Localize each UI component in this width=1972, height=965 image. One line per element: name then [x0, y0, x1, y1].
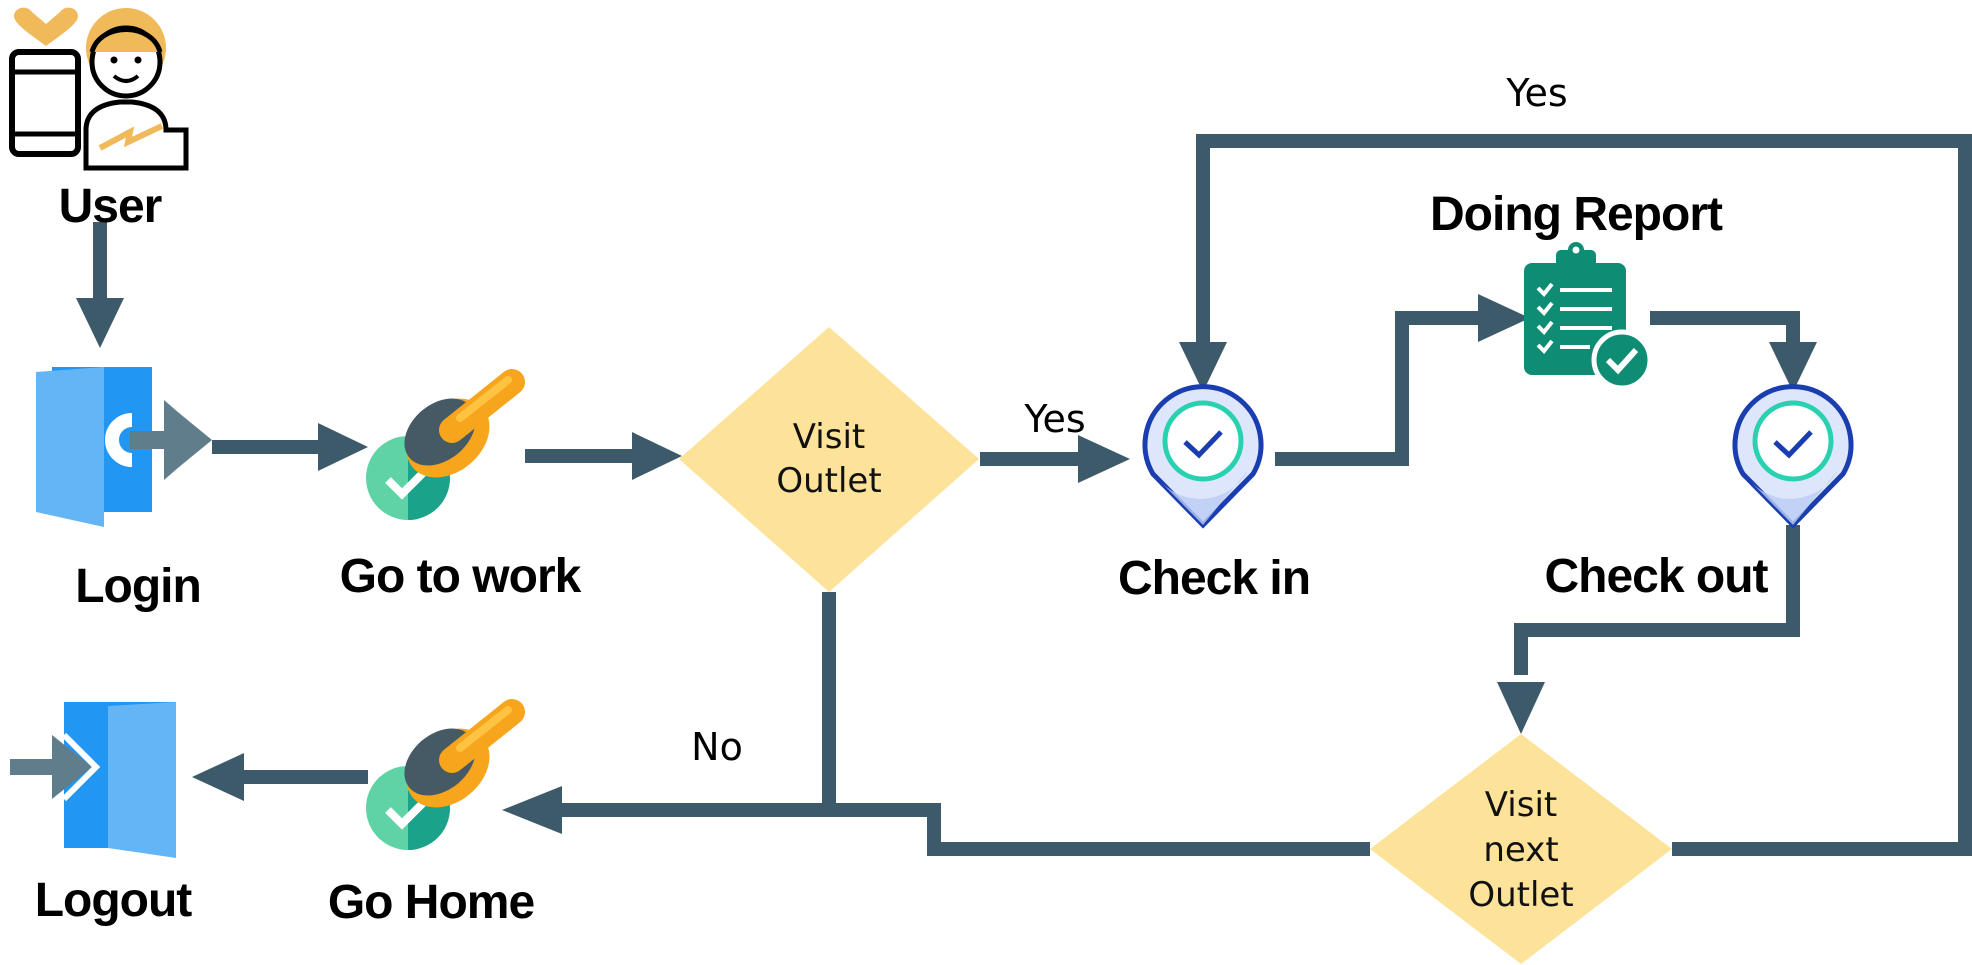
login-label: Login [75, 560, 201, 613]
arrowhead [1497, 682, 1545, 734]
arrowhead [632, 432, 682, 480]
user-icon [9, 7, 189, 171]
arrow-checkout-to-next [1514, 525, 1800, 675]
check-out-label: Check out [1544, 550, 1768, 603]
visit-outlet-label-line1: Visit [793, 417, 865, 457]
doing-report-label: Doing Report [1430, 188, 1723, 241]
check-in-pin-icon [1142, 384, 1264, 529]
visit-outlet-label-line2: Outlet [776, 461, 881, 501]
arrow-yes-loop [1196, 134, 1972, 856]
decision-visit-outlet [679, 327, 979, 592]
arrowhead [318, 423, 368, 471]
go-home-icon [366, 699, 525, 850]
arrowhead [1769, 342, 1817, 392]
arrow-next-no [560, 803, 1370, 856]
go-home-label: Go Home [328, 876, 535, 929]
edge-yes-checkin: Yes [1023, 397, 1085, 441]
arrowhead [192, 753, 244, 801]
visit-next-label-line1: Visit [1485, 785, 1557, 825]
check-in-label: Check in [1118, 552, 1310, 605]
login-icon [36, 367, 212, 527]
logout-label: Logout [35, 874, 193, 927]
user-label: User [59, 180, 162, 233]
doing-report-icon [1524, 242, 1653, 391]
arrowhead [502, 786, 562, 834]
visit-next-label-line2: next [1483, 830, 1558, 870]
arrowhead [76, 298, 124, 348]
visit-next-label-line3: Outlet [1468, 875, 1573, 915]
decision-visit-next-outlet [1370, 734, 1672, 964]
arrowheads [76, 294, 1817, 834]
arrow-report-to-checkout [1650, 311, 1800, 345]
logout-icon [10, 702, 176, 858]
check-out-pin-icon [1732, 384, 1854, 529]
arrowhead [1179, 342, 1227, 392]
go-to-work-icon [366, 369, 525, 520]
connectors [93, 134, 1972, 856]
arrowhead [1478, 294, 1530, 342]
edge-no-home: No [691, 725, 743, 769]
edge-yes-loop: Yes [1505, 71, 1567, 115]
go-to-work-label: Go to work [340, 550, 582, 603]
arrow-checkin-to-report [1275, 311, 1485, 466]
arrowhead [1078, 435, 1130, 483]
